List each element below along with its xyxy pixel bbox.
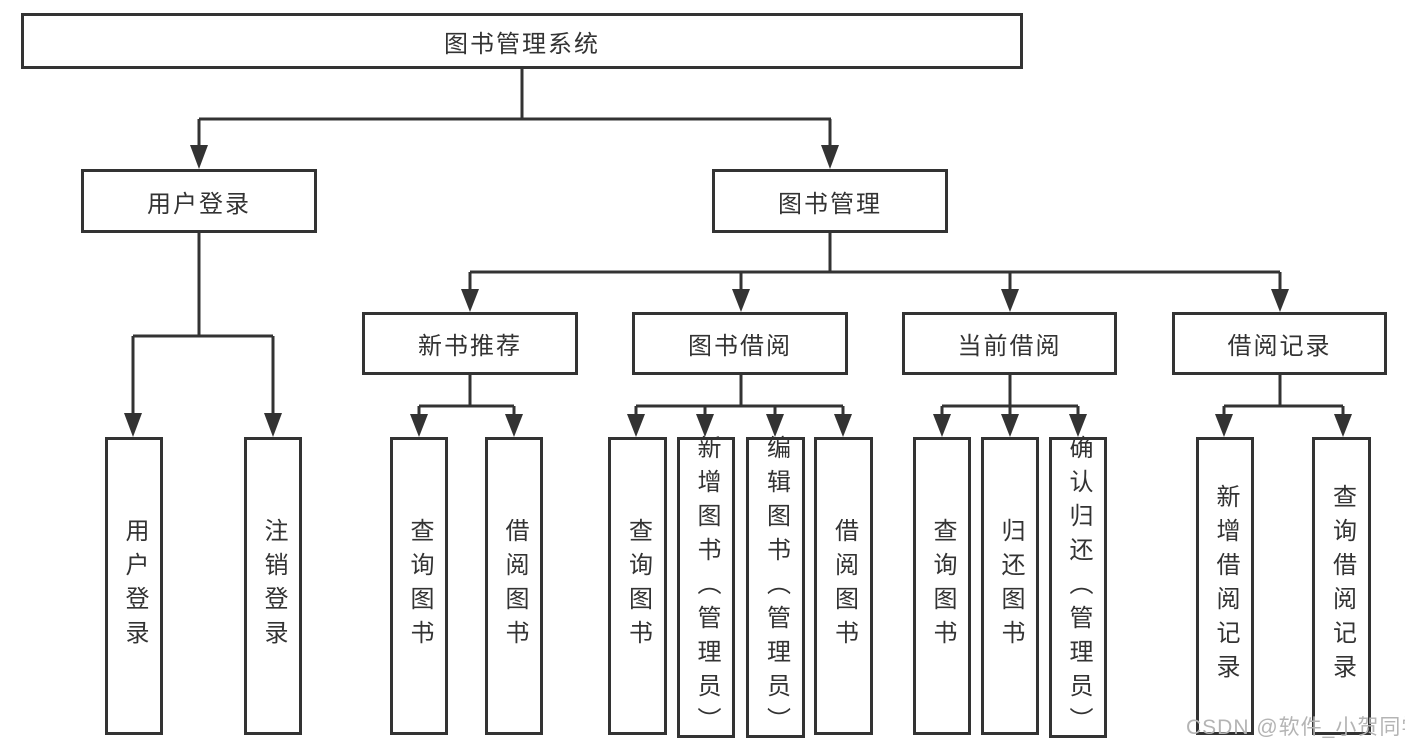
node-borrowing-records: 借阅记录 xyxy=(1172,312,1387,375)
node-user-login-branch: 用户登录 xyxy=(81,169,317,233)
node-return-books: 归还图书 xyxy=(981,437,1039,735)
node-book-borrowing: 图书借阅 xyxy=(632,312,848,375)
node-label: 当前借阅 xyxy=(957,333,1062,360)
node-label: 查询图书 xyxy=(406,518,433,654)
node-library-management-system: 图书管理系统 xyxy=(21,13,1023,69)
node-label: 图书借阅 xyxy=(688,333,792,360)
node-add-borrow-record: 新增借阅记录 xyxy=(1196,437,1254,735)
node-label: 图书管理系统 xyxy=(444,30,600,58)
node-label: 查询借阅记录 xyxy=(1328,484,1356,688)
node-edit-books-admin: 编辑图书（管理员） xyxy=(746,434,805,741)
node-label: 图书管理 xyxy=(778,190,882,218)
node-query-books-borrow: 查询图书 xyxy=(608,437,667,735)
node-label: 确认归还（管理员） xyxy=(1065,434,1092,741)
node-label: 新增图书（管理员） xyxy=(693,434,720,741)
node-query-borrow-record: 查询借阅记录 xyxy=(1312,437,1371,735)
node-label: 用户登录 xyxy=(147,190,251,218)
node-borrow-books-recommend: 借阅图书 xyxy=(485,437,543,735)
node-query-books-current: 查询图书 xyxy=(913,437,971,735)
node-label: 归还图书 xyxy=(997,518,1024,654)
csdn-watermark: CSDN @软件_小贺同学 xyxy=(1186,716,1405,739)
node-add-books-admin: 新增图书（管理员） xyxy=(677,434,735,741)
node-label: 查询图书 xyxy=(929,518,956,654)
node-book-management-branch: 图书管理 xyxy=(712,169,948,233)
node-current-borrowing: 当前借阅 xyxy=(902,312,1117,375)
node-user-login-leaf: 用户登录 xyxy=(105,437,163,735)
node-query-books-recommend: 查询图书 xyxy=(390,437,448,735)
node-label: 借阅图书 xyxy=(501,518,528,654)
node-logout-leaf: 注销登录 xyxy=(244,437,302,735)
node-new-book-recommend: 新书推荐 xyxy=(362,312,578,375)
node-label: 借阅记录 xyxy=(1227,333,1332,360)
node-label: 新书推荐 xyxy=(418,333,522,360)
node-confirm-return-admin: 确认归还（管理员） xyxy=(1049,434,1107,741)
node-borrow-books-leaf: 借阅图书 xyxy=(814,437,873,735)
node-label: 查询图书 xyxy=(624,518,652,654)
node-label: 用户登录 xyxy=(121,518,148,654)
node-label: 借阅图书 xyxy=(830,518,858,654)
node-label: 注销登录 xyxy=(260,518,287,654)
node-label: 新增借阅记录 xyxy=(1212,484,1239,688)
node-label: 编辑图书（管理员） xyxy=(762,434,790,741)
